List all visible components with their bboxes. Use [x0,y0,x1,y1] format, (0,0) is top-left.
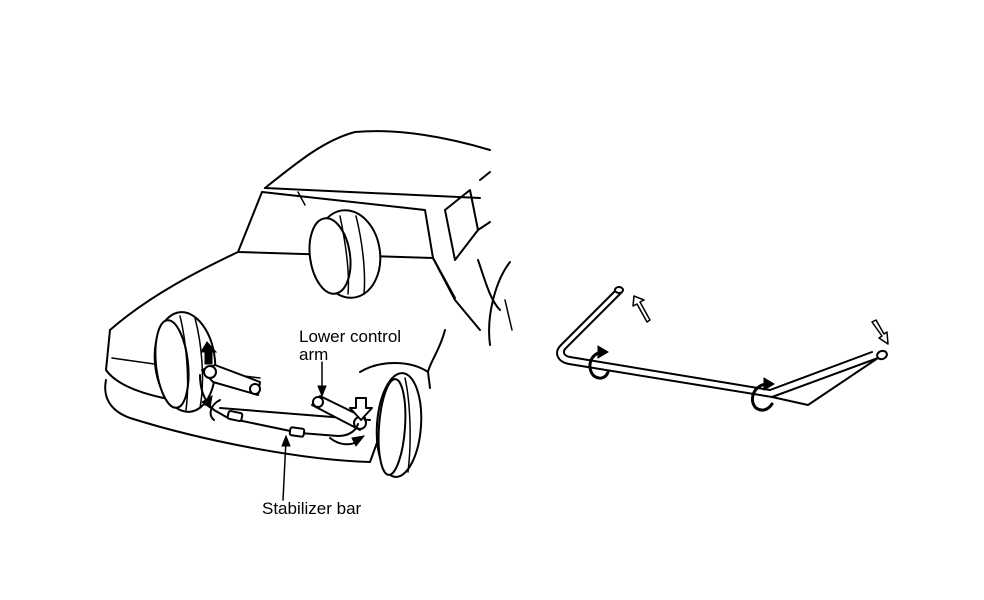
label-lower-control-arm-line1: Lower control [299,327,402,346]
car-roof [264,130,491,189]
front-right-wheel [375,372,423,478]
hood [109,251,239,331]
motion-arrow-down-icon [871,319,889,345]
car-stabilizer-bar [213,409,359,438]
spare-tire [308,209,382,299]
label-lower-control-arm-line2: arm [299,345,329,364]
side-window [444,189,479,261]
bumper [104,379,371,463]
motion-arrow-up-icon [632,295,651,323]
isolated-stabilizer-bar [556,286,888,406]
car-illustration [104,130,513,463]
twist-arrow-icon-right [751,377,775,412]
left-lower-control-arm [199,364,261,411]
label-lower-control-arm: Lower control arm [299,328,401,364]
twist-arrow-icon-left [588,345,610,380]
arrow-down-icon [349,397,373,421]
arrow-up-icon [200,341,218,365]
label-stabilizer-bar: Stabilizer bar [262,499,362,518]
leader-stabilizer-bar [282,439,287,501]
car-twist-arrow-left [209,399,221,421]
